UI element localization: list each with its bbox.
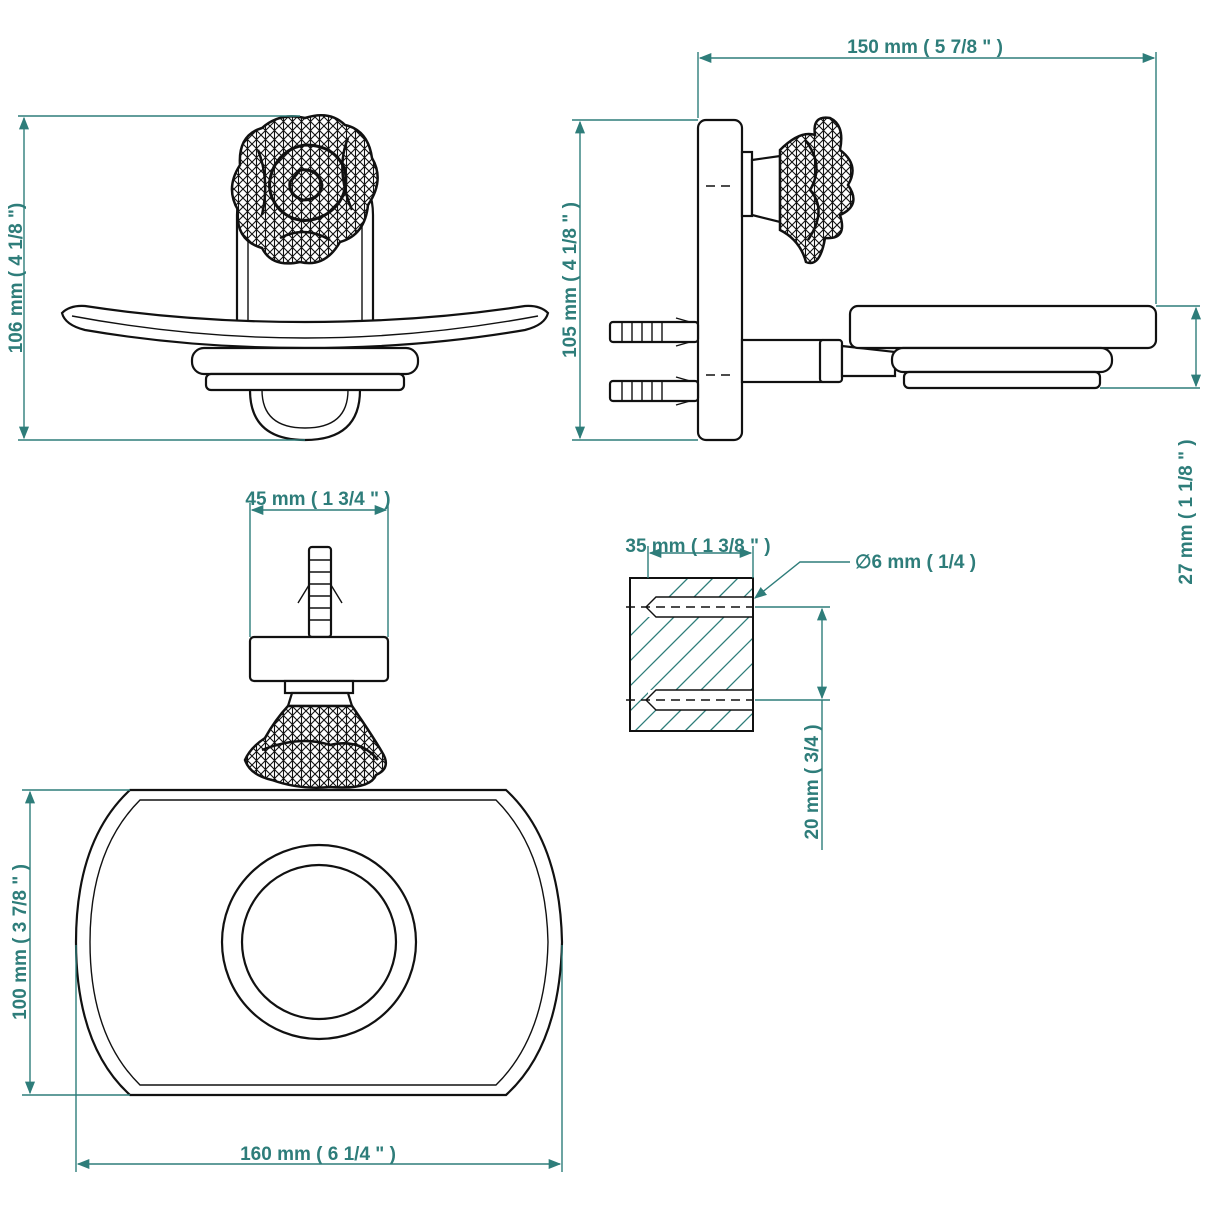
dim-side-dish-height-label: 27 mm ( 1 1/8 " ) <box>1176 439 1197 584</box>
plan-view <box>74 788 564 1097</box>
dim-top-base-width: 45 mm ( 1 3/4 " ) <box>245 489 391 637</box>
dim-front-height: 106 mm ( 4 1/8 ") <box>6 115 305 441</box>
side-view <box>608 116 1158 442</box>
front-rose-ornament <box>230 113 379 265</box>
front-dish <box>60 304 550 350</box>
top-plate <box>248 635 390 683</box>
top-view <box>243 545 390 789</box>
dim-side-width-label: 150 mm ( 5 7/8 " ) <box>847 37 1003 58</box>
front-dish-base <box>190 346 420 376</box>
dim-plan-width: 160 mm ( 6 1/4 " ) <box>75 945 563 1172</box>
dim-side-height-label: 105 mm ( 4 1/8 " ) <box>560 202 581 358</box>
dim-plan-width-label: 160 mm ( 6 1/4 " ) <box>240 1144 396 1165</box>
top-wall-anchor <box>297 545 343 639</box>
front-view <box>60 113 550 442</box>
dim-hole-spacing: 20 mm ( 3/4 ) <box>755 606 830 850</box>
dim-hole-diameter-label: ∅6 mm ( 1/4 ) <box>855 552 976 573</box>
dim-plan-height-label: 100 mm ( 3 7/8 " ) <box>10 864 31 1020</box>
side-wall-plate <box>696 118 744 442</box>
side-dish <box>848 304 1158 350</box>
dim-side-height: 105 mm ( 4 1/8 " ) <box>560 119 698 441</box>
dim-section-width-label: 35 mm ( 1 3/8 " ) <box>625 536 770 557</box>
dim-plan-height: 100 mm ( 3 7/8 " ) <box>10 789 130 1096</box>
dim-hole-spacing-label: 20 mm ( 3/4 ) <box>802 724 823 839</box>
plan-inner-ring <box>240 863 398 1021</box>
dim-side-dish-height: 27 mm ( 1 1/8 " ) <box>1100 305 1202 585</box>
side-rose-ornament <box>778 116 855 265</box>
dim-front-height-label: 106 mm ( 4 1/8 ") <box>6 203 27 354</box>
dim-section-width: 35 mm ( 1 3/8 " ) <box>625 536 771 578</box>
dim-side-width: 150 mm ( 5 7/8 " ) <box>697 37 1157 304</box>
top-rose-ornament <box>243 704 388 789</box>
side-arm <box>740 338 824 384</box>
front-lower-ring <box>248 389 362 442</box>
dim-hole-diameter: ∅6 mm ( 1/4 ) <box>754 552 976 599</box>
side-wall-anchors <box>608 317 700 406</box>
dim-top-base-width-label: 45 mm ( 1 3/4 " ) <box>245 489 390 510</box>
section-detail <box>626 577 754 732</box>
